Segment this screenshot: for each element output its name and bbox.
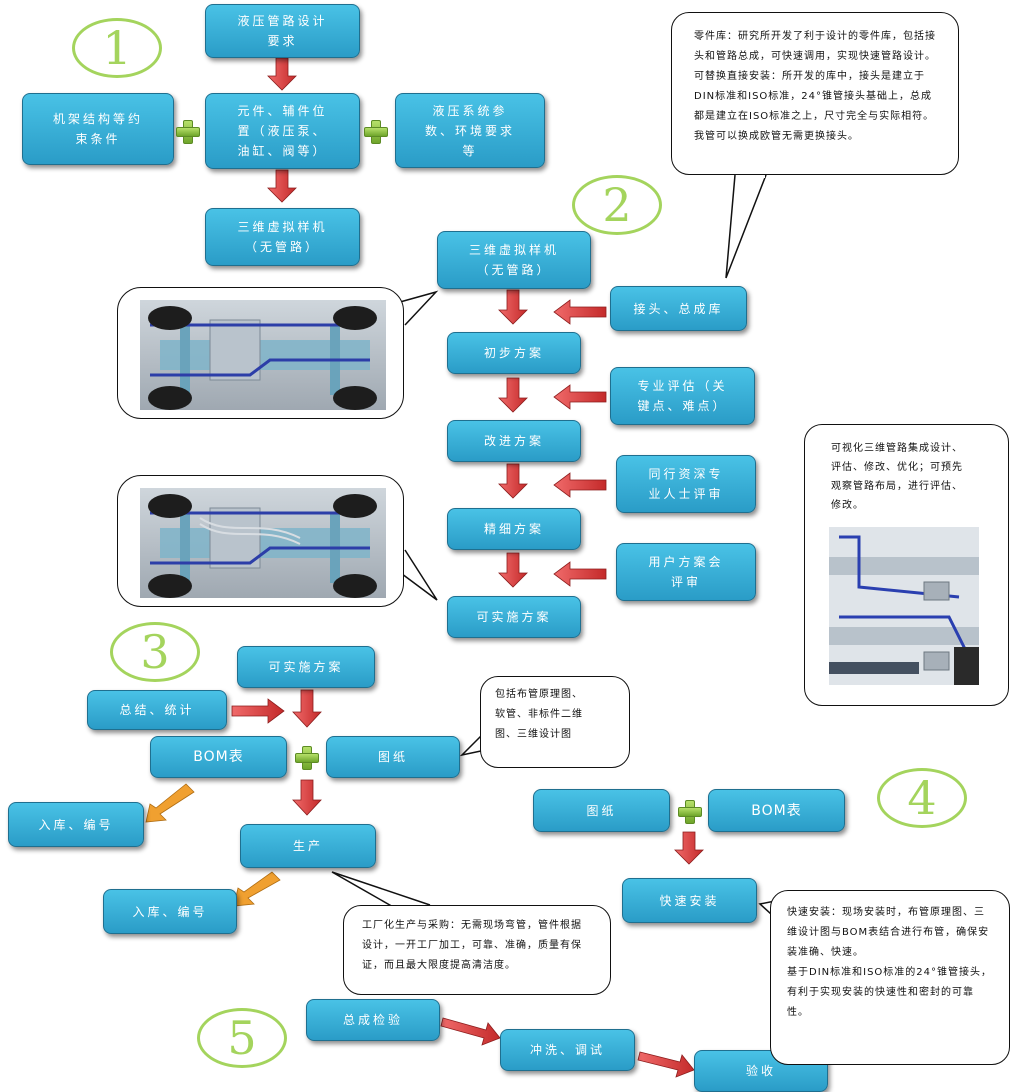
flush-debug-box: 冲洗、调试 <box>500 1029 635 1071</box>
callout-tail <box>725 174 767 279</box>
production-box: 生产 <box>240 824 376 868</box>
plan-render-image <box>140 488 386 598</box>
arrow-down <box>674 831 704 865</box>
install-callout: 快速安装：现场安装时，布管原理图、三维设计图与BOM表结合进行布管，确保安装准确… <box>770 890 1010 1065</box>
chassis-render-piped <box>148 494 377 598</box>
design-requirement-box: 液压管路设计 要求 <box>205 4 360 58</box>
feasible-plan-box-2: 可实施方案 <box>237 646 375 688</box>
step-marker-2: 2 <box>572 175 662 235</box>
summary-box: 总结、统计 <box>87 690 227 730</box>
step-marker-1: 1 <box>72 18 162 78</box>
arrow-right <box>440 1017 695 1078</box>
callout-tail <box>399 290 439 326</box>
arrow-down <box>292 689 322 816</box>
plan-render-callout <box>117 475 404 607</box>
bom-box-2: BOM表 <box>708 789 845 832</box>
virtual-prototype-box-2: 三维虚拟样机 （无管路） <box>437 231 591 289</box>
assembly-inspection-box: 总成检验 <box>306 999 440 1041</box>
visualization-callout: 可视化三维管路集成设计、评估、修改、优化；可预先观察管路布局，进行评估、修改。 <box>804 424 1009 706</box>
plus-icon <box>295 746 319 770</box>
arrow-down <box>267 169 297 203</box>
system-params-box: 液压系统参 数、环境要求 等 <box>395 93 545 168</box>
callout-tail <box>331 871 431 909</box>
frame-constraint-box: 机架结构等约 束条件 <box>22 93 174 165</box>
arrow-left <box>553 299 607 587</box>
virtual-prototype-box: 三维虚拟样机 （无管路） <box>205 208 360 266</box>
prototype-render-callout <box>117 287 404 419</box>
arrow-down <box>498 289 528 588</box>
quick-install-box: 快速安装 <box>622 878 757 923</box>
storage-box-1: 入库、编号 <box>8 802 144 847</box>
step-marker-4: 4 <box>877 768 967 828</box>
user-review-box: 用户方案会 评审 <box>616 543 756 601</box>
arrow-diagonal <box>145 783 281 907</box>
chassis-render <box>148 306 377 410</box>
arrow-down <box>267 57 297 91</box>
bom-box: BOM表 <box>150 736 287 778</box>
fitting-library-box: 接头、总成库 <box>610 286 747 331</box>
feasible-plan-box: 可实施方案 <box>447 596 581 638</box>
detailed-plan-box: 精细方案 <box>447 508 581 550</box>
production-callout: 工厂化生产与采购：无需现场弯管，管件根据设计，一开工厂加工，可靠、准确，质量有保… <box>343 905 611 995</box>
improved-plan-box: 改进方案 <box>447 420 581 462</box>
arrow-right <box>231 698 285 724</box>
drawing-callout: 包括布管原理图、 软管、非标件二维 图、三维设计图 <box>480 676 630 768</box>
component-position-box: 元件、辅件位 置（液压泵、 油缸、阀等） <box>205 93 360 169</box>
library-callout: 零件库：研究所开发了利于设计的零件库，包括接头和管路总成，可快速调用，实现快速管… <box>671 12 959 175</box>
drawing-box: 图纸 <box>326 736 460 778</box>
peer-review-box: 同行资深专 业人士评审 <box>616 455 756 513</box>
drawing-box-2: 图纸 <box>533 789 670 832</box>
visualization-note: 可视化三维管路集成设计、评估、修改、优化；可预先观察管路布局，进行评估、修改。 <box>831 443 963 511</box>
plus-icon <box>364 120 388 144</box>
storage-box-2: 入库、编号 <box>103 889 237 934</box>
plus-icon <box>176 120 200 144</box>
expert-evaluation-box: 专业评估（关 键点、难点） <box>610 367 755 425</box>
step-marker-5: 5 <box>197 1008 287 1068</box>
plus-icon <box>678 800 702 824</box>
pipe-detail-render <box>829 527 979 685</box>
step-marker-3: 3 <box>110 622 200 682</box>
prototype-render-image <box>140 300 386 410</box>
initial-plan-box: 初步方案 <box>447 332 581 374</box>
piping-detail-render <box>829 527 979 685</box>
